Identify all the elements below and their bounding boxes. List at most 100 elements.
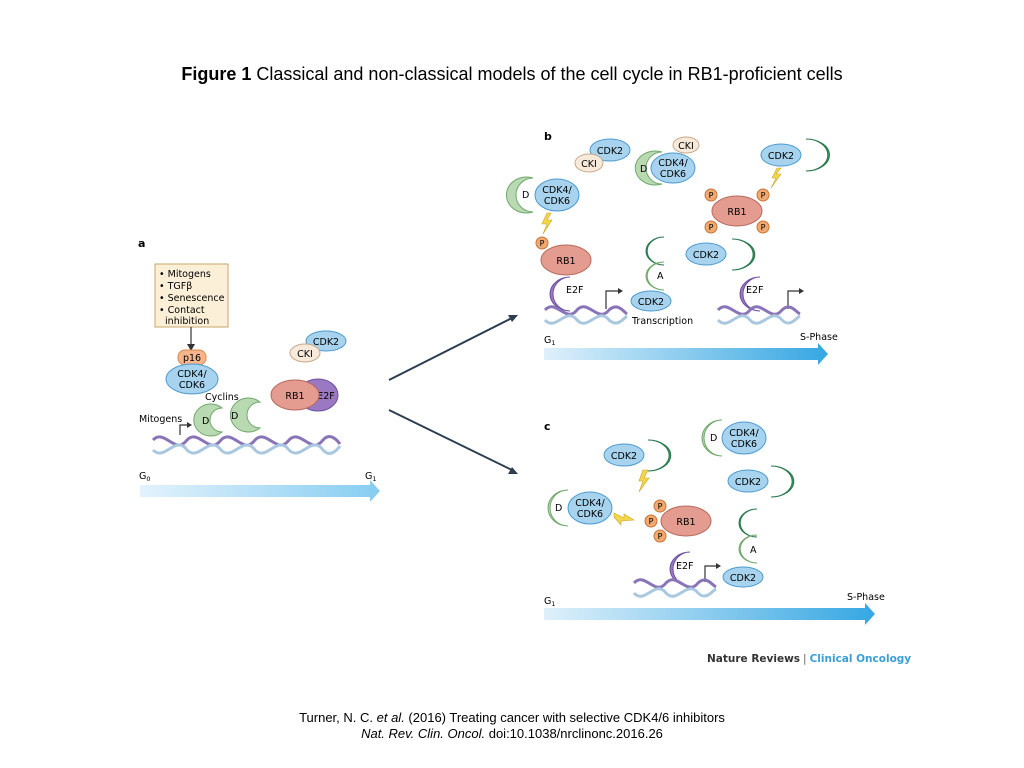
cyclin-e-b1 — [645, 236, 665, 266]
cyclin-d-b1 — [634, 150, 663, 186]
cyclin-a-c-label: A — [750, 545, 757, 556]
e2f-b1-label: E2F — [566, 285, 584, 296]
phospho-c1 — [653, 499, 667, 513]
cdk46-b1-line2: CDK6 — [660, 169, 686, 180]
cyclin-e-b1-label: E — [657, 246, 663, 257]
gene-start-arrowhead-c — [716, 563, 721, 569]
box-item-3: • Senescence — [159, 293, 225, 304]
cdk2-c2-label: CDK2 — [735, 477, 761, 488]
phospho-c3 — [653, 529, 667, 543]
cdk46-c2-line2: CDK6 — [577, 509, 603, 520]
box-item-4: • Contact — [159, 305, 205, 316]
g0-g1-arrow — [140, 480, 380, 502]
branch-arrow-c-head — [508, 467, 518, 474]
cyclin-d-b2-label: D — [522, 190, 529, 201]
citation-journal: Nat. Rev. Clin. Oncol. — [361, 726, 486, 741]
branch-arrow-b — [388, 316, 515, 381]
cyclins-label: Cyclins — [205, 392, 239, 403]
dna-helix-b2 — [716, 305, 801, 325]
box-item-1: • Mitogens — [159, 269, 211, 280]
citation-line-1: Turner, N. C. et al. (2016) Treating can… — [0, 710, 1024, 726]
phospho-b4-label: P — [709, 223, 714, 232]
e2f-b2-label: E2F — [746, 285, 764, 296]
citation-line-2: Nat. Rev. Clin. Oncol. doi:10.1038/nrcli… — [0, 726, 1024, 742]
cki-b1-label: CKI — [581, 159, 597, 170]
rb1-a — [270, 379, 320, 411]
cdk2-b3 — [760, 143, 802, 167]
cyclin-e-c3 — [738, 508, 758, 538]
cyclin-e-c2 — [770, 465, 795, 498]
brand-journal: Nature Reviews — [707, 653, 801, 665]
gene-start-arrow-b1 — [605, 290, 619, 309]
cdk46-c1 — [721, 421, 767, 455]
phospho-b2 — [704, 188, 718, 202]
bolt-b2 — [770, 167, 782, 189]
box-item-5: inhibition — [159, 316, 209, 327]
rb1-b1-label: RB1 — [556, 256, 575, 267]
panel-a-label: a — [138, 237, 145, 250]
box-arrow-head — [187, 344, 195, 351]
gene-start-arrow-c — [704, 565, 717, 582]
citation: Turner, N. C. et al. (2016) Treating can… — [0, 710, 1024, 742]
cyclin-d-b2 — [506, 176, 534, 214]
panel-b-label: b — [544, 130, 552, 143]
g1-sphase-arrow-b — [544, 343, 828, 365]
cyclin-d-b1-label: D — [640, 164, 647, 175]
cdk2-c3-label: CDK2 — [730, 573, 756, 584]
phospho-b1 — [535, 236, 549, 250]
cdk46-b2 — [534, 178, 580, 212]
cyclin-a-c — [738, 534, 758, 564]
e2f-c-label: E2F — [676, 561, 694, 572]
cyclin-e-c2-label: E — [773, 477, 779, 488]
cdk2-b2-label: CDK2 — [638, 297, 664, 308]
cdk46-a — [165, 363, 219, 395]
cdk2-c3 — [722, 566, 764, 588]
dna-helix-b1 — [543, 305, 628, 325]
cdk46-a-line2: CDK6 — [179, 380, 205, 391]
e2f-a-label: E2F — [317, 391, 335, 402]
figure-title-bold: Figure 1 — [181, 64, 252, 84]
cdk2-a-label: CDK2 — [313, 337, 339, 348]
cyclin-d-1 — [193, 403, 224, 437]
cdk46-b2-line1: CDK4/ — [542, 185, 572, 196]
cyclin-d-c2-label: D — [555, 503, 562, 514]
transcription-label: Transcription — [631, 316, 693, 327]
cdk46-a-line1: CDK4/ — [177, 369, 207, 380]
panel-c: c E CDK2 D CDK4/ CDK6 E CDK2 D CDK4/ CDK… — [544, 419, 885, 625]
cdk2-b1-label: CDK2 — [597, 146, 623, 157]
cki-b2 — [672, 136, 700, 154]
cdk46-c2-line1: CDK4/ — [575, 498, 605, 509]
box-item-2: • TGFβ — [159, 281, 192, 292]
gene-start-arrow-a — [179, 424, 188, 435]
cyclin-e-b3 — [731, 238, 756, 271]
cdk46-c1-line2: CDK6 — [731, 439, 757, 450]
cki-b2-label: CKI — [678, 141, 694, 152]
dna-helix-c — [632, 578, 717, 598]
phospho-b2-label: P — [709, 191, 714, 200]
figure-title-text: Classical and non-classical models of th… — [251, 64, 843, 84]
cdk2-c2 — [727, 469, 769, 493]
cdk46-c1-line1: CDK4/ — [729, 428, 759, 439]
phospho-c2 — [644, 514, 658, 528]
g1-sphase-arrow-c — [544, 603, 875, 625]
cyclin-d-1-label: D — [202, 416, 209, 427]
g1-label-c: G1 — [544, 596, 556, 608]
gene-start-arrowhead-a — [187, 422, 192, 428]
gene-start-arrowhead-b1 — [618, 288, 623, 294]
phospho-c2-label: P — [649, 517, 654, 526]
bolt-b1 — [541, 212, 553, 235]
cki-b1 — [574, 153, 604, 173]
rb1-a-label: RB1 — [285, 391, 304, 402]
cdk2-c1-label: CDK2 — [611, 451, 637, 462]
cyclin-e-c1-label: E — [650, 451, 656, 462]
panel-b: b CDK2 CKI D CDK4/ CDK6 CKI D CDK4/ CDK6… — [506, 130, 838, 365]
g1-label-b: G1 — [544, 335, 556, 347]
branch-arrow-c — [388, 409, 515, 472]
figure-title: Figure 1 Classical and non-classical mod… — [0, 64, 1024, 85]
rb1-b2-label: RB1 — [727, 207, 746, 218]
signals-box — [154, 263, 229, 328]
cdk46-c2 — [567, 491, 613, 525]
bolt-c2 — [613, 512, 635, 526]
cdk46-b2-line2: CDK6 — [544, 196, 570, 207]
